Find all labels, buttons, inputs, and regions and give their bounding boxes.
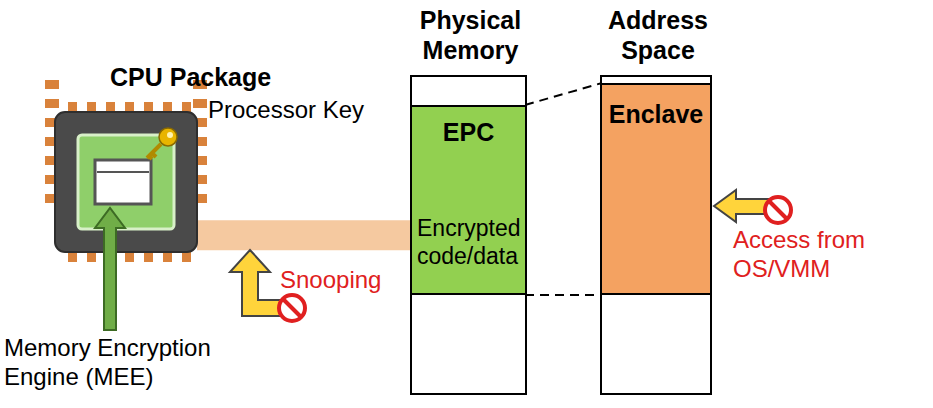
key-label: Processor Key [208,96,408,125]
region-title: EPC [412,117,525,147]
column-title: Address Space [572,5,744,65]
epc-region: EPC Encrypted code/data [412,105,525,295]
cpu-chip [45,80,207,262]
column-title: Physical Memory [382,5,559,65]
mapping-line [525,83,602,105]
mee-arrow [95,208,125,330]
engine-label: Memory Encryption Engine (MEE) [4,334,264,392]
region-body: Encrypted code/data [417,215,523,270]
mapping-line [525,294,602,296]
address-column: Address SpaceEnclave [600,75,712,395]
memory-bus [197,220,412,250]
region-title: Enclave [602,99,710,129]
cpu-package: CPU Package [55,112,197,252]
attack-label: Access from OS/VMM [733,226,928,284]
access-arrow [714,190,791,223]
attack-label: Snooping [280,266,400,295]
enclave-region: Enclave [602,83,710,295]
chip-title: CPU Package [110,62,310,92]
key-icon [147,128,177,159]
memory-column: Physical MemoryEPCEncrypted code/data [410,75,527,395]
